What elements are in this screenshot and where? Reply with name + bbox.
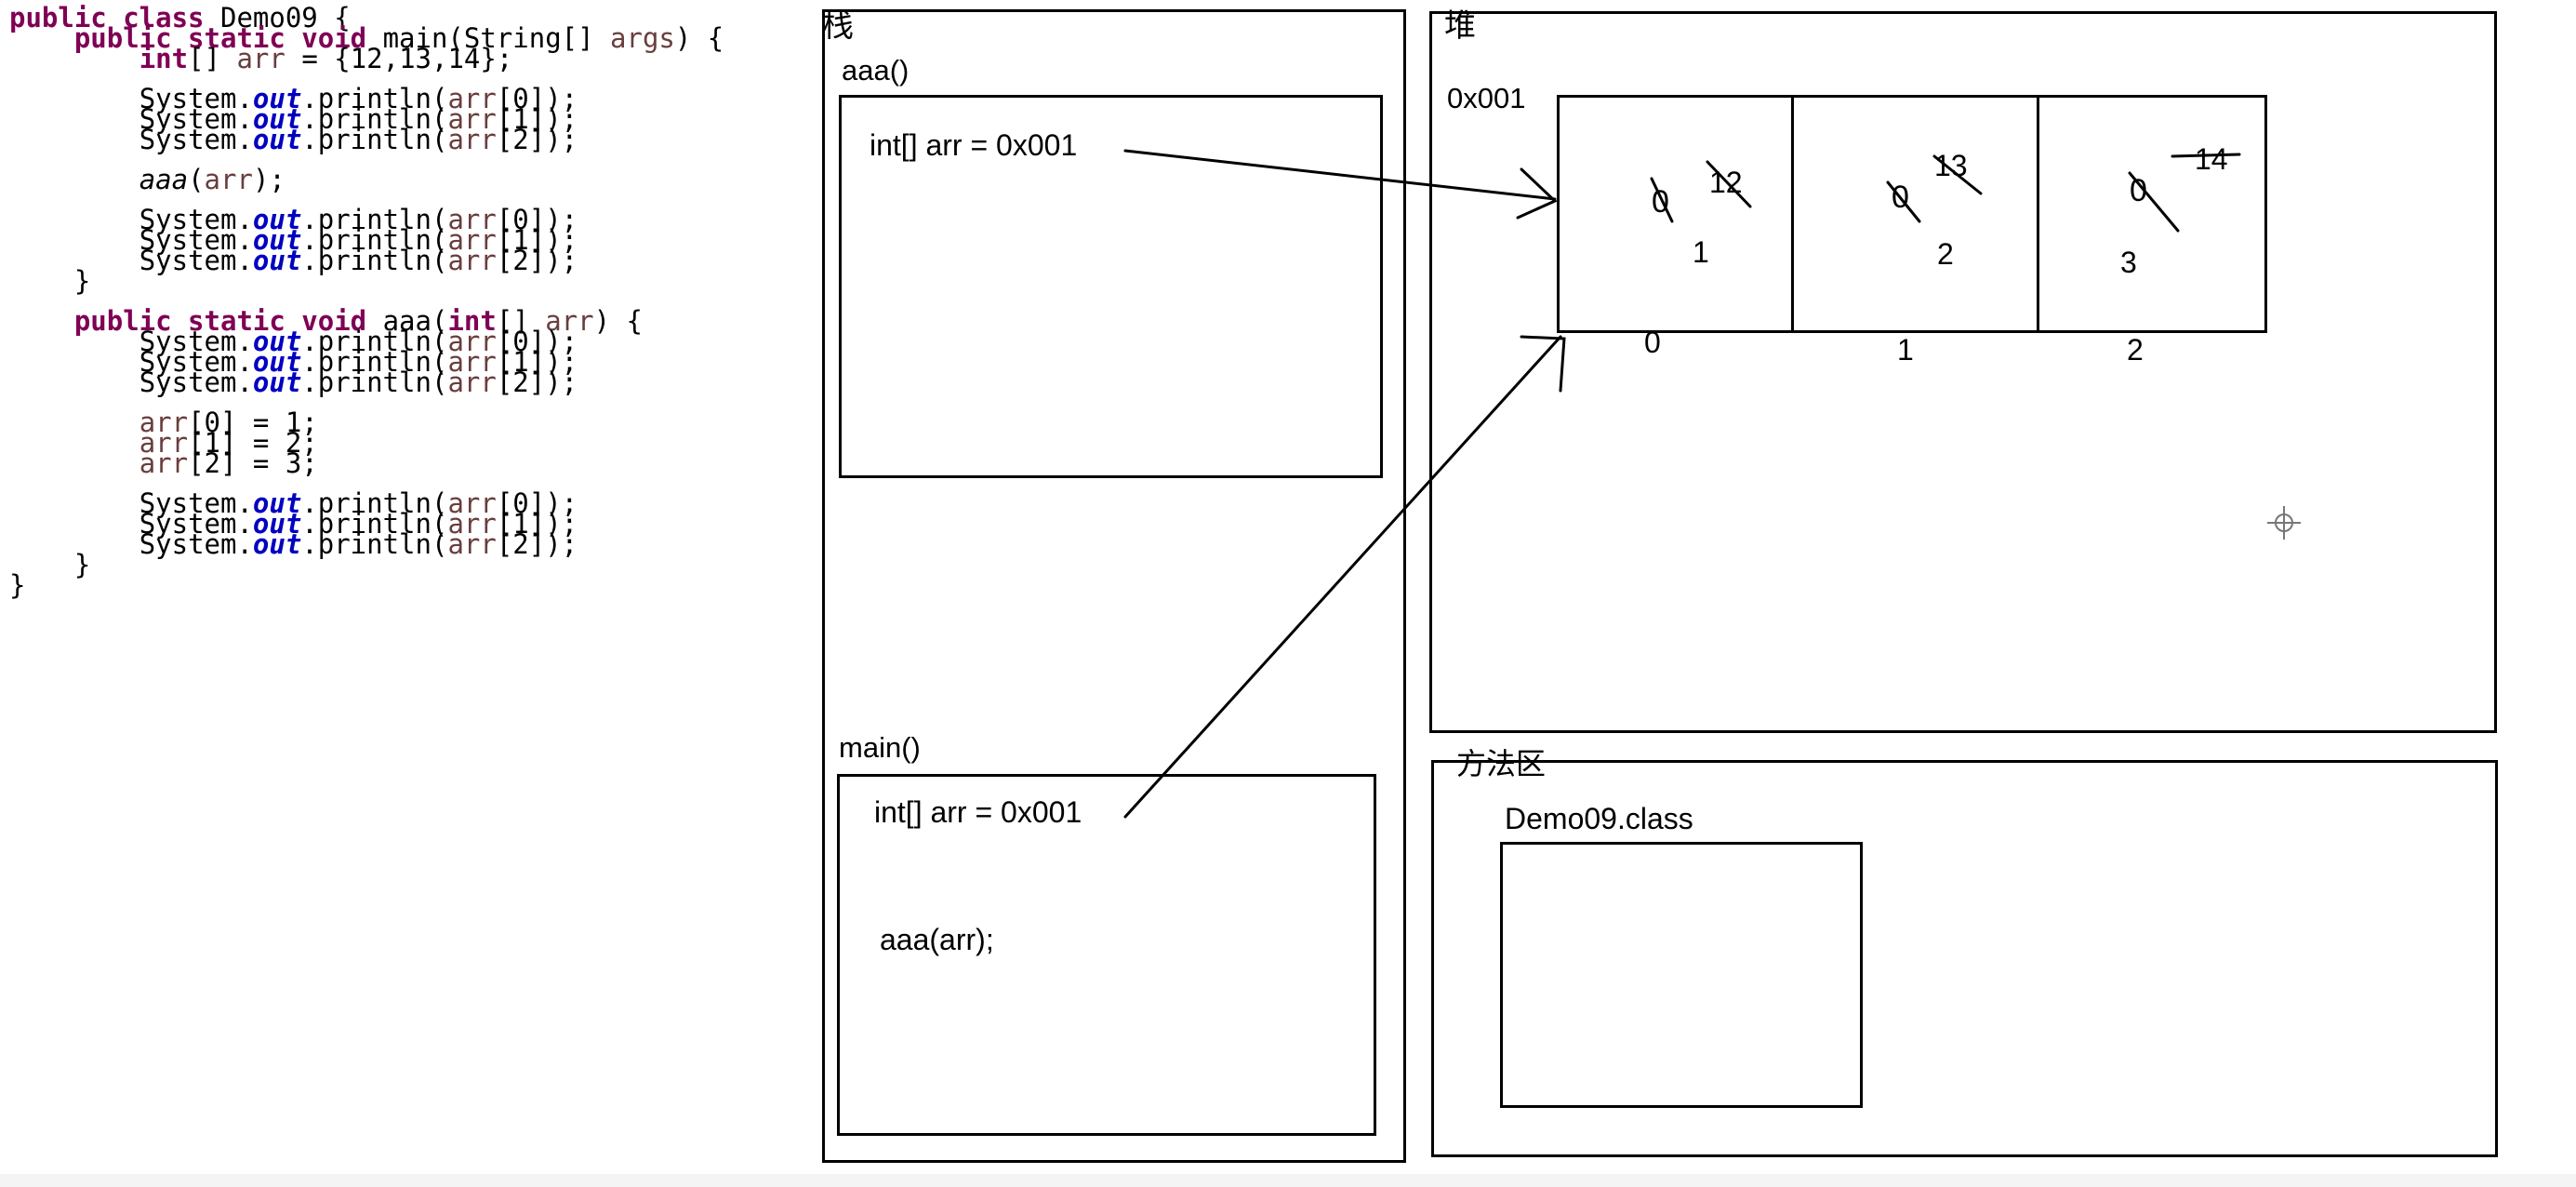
code-line-23: arr[2] = 3; (139, 447, 318, 479)
aaa-frame-content: int[] arr = 0x001 (870, 128, 1078, 162)
code-line-9: aaa(arr); (139, 164, 285, 195)
index-0-label: 0 (1644, 326, 1661, 359)
code-line-19: System.out.println(arr[2]); (139, 367, 578, 398)
method-class-label: Demo09.class (1505, 802, 1693, 835)
code-line-27: System.out.println(arr[2]); (139, 528, 578, 560)
heap-address: 0x001 (1447, 82, 1526, 114)
code-line-22: arr[1] = 2; (139, 427, 318, 459)
main-frame-call: aaa(arr); (880, 923, 994, 956)
index-1-label: 1 (1897, 333, 1914, 367)
cell-0-old-value: 12 (1709, 166, 1743, 199)
code-line-21: arr[0] = 1; (139, 407, 318, 438)
cell-2-new-value: 3 (2120, 246, 2137, 279)
index-2-label: 2 (2127, 333, 2144, 367)
method-area (1431, 760, 2498, 1157)
method-class-box (1500, 842, 1863, 1108)
aaa-frame (839, 95, 1383, 478)
code-line-26: System.out.println(arr[1]); (139, 508, 578, 540)
cell-0-default-value: 0 (1652, 184, 1669, 220)
code-line-13: System.out.println(arr[2]); (139, 245, 578, 276)
main-frame-label: main() (839, 731, 921, 764)
array-cell-2 (2037, 95, 2267, 333)
code-line-11: System.out.println(arr[0]); (139, 204, 578, 235)
aaa-frame-label: aaa() (842, 54, 910, 87)
code-line-3: int[] arr = {12,13,14}; (139, 43, 513, 74)
stack-title: 栈 (822, 7, 854, 45)
cell-0-new-value: 1 (1693, 235, 1709, 269)
array-cell-0 (1557, 95, 1794, 333)
code-line-16: public static void aaa(int[] arr) { (73, 305, 643, 337)
code-line-1: public class Demo09 { (9, 2, 351, 33)
code-line-28: } (73, 549, 91, 580)
cell-1-old-value: 13 (1934, 149, 1968, 182)
code-line-17: System.out.println(arr[0]); (139, 326, 578, 357)
code-line-5: System.out.println(arr[0]); (139, 83, 578, 114)
bottom-strip (0, 1174, 2576, 1187)
main-frame-content: int[] arr = 0x001 (874, 795, 1082, 829)
heap-title: 堆 (1444, 7, 1476, 45)
code-line-25: System.out.println(arr[0]); (139, 487, 578, 519)
cell-1-new-value: 2 (1937, 237, 1954, 271)
cell-1-default-value: 0 (1892, 180, 1909, 215)
cell-2-old-value: 14 (2195, 142, 2228, 176)
code-line-2: public static void main(String[] args) { (73, 22, 724, 54)
cell-2-default-value: 0 (2130, 173, 2147, 208)
code-line-7: System.out.println(arr[2]); (139, 124, 578, 155)
code-line-6: System.out.println(arr[1]); (139, 103, 578, 135)
code-line-29: } (9, 569, 26, 601)
code-line-12: System.out.println(arr[1]); (139, 224, 578, 256)
crosshair-cursor-icon (2267, 506, 2301, 540)
main-frame (837, 774, 1376, 1136)
method-area-title: 方法区 (1456, 746, 1547, 781)
code-line-14: } (73, 265, 91, 297)
code-line-18: System.out.println(arr[1]); (139, 346, 578, 378)
array-cell-1 (1791, 95, 2039, 333)
